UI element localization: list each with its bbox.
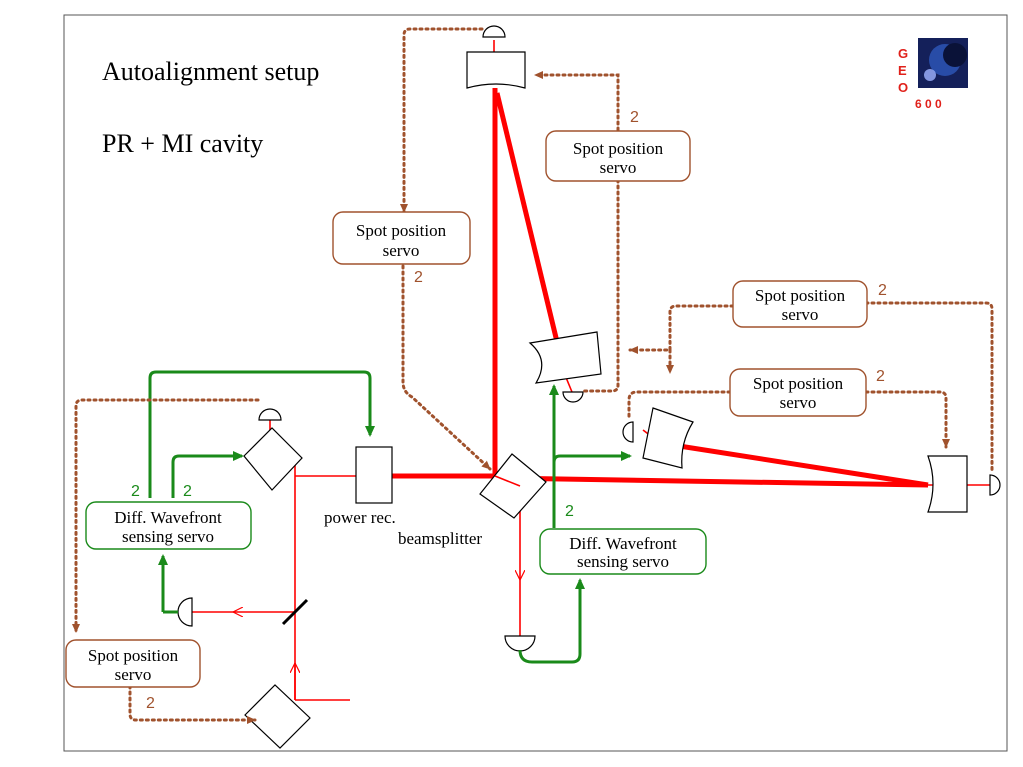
cavity-beams	[392, 88, 929, 488]
spot-servo-bottom-left-line2: servo	[115, 665, 152, 684]
dws-right-photodiode	[504, 635, 536, 652]
dws-servo-left-line2: sensing servo	[122, 527, 214, 546]
dws-servo-left: Diff. Wavefront sensing servo	[85, 501, 252, 550]
spot-servo-right-upper-line1: Spot position	[755, 286, 846, 305]
count-top-left: 2	[414, 269, 423, 286]
count-top-right: 2	[630, 109, 639, 126]
spot-servo-right-lower-line2: servo	[780, 393, 817, 412]
power-rec-label: power rec.	[324, 508, 396, 527]
spot-servo-top-right-line2: servo	[600, 158, 637, 177]
power-recycling-mirror	[355, 446, 393, 504]
spot-servo-top-left: Spot position servo	[332, 211, 471, 265]
north-end-mirror	[466, 51, 526, 89]
spot-servo-top-right: Spot position servo	[545, 130, 691, 182]
beamsplitter-optic	[479, 453, 547, 519]
north-arm-steering-mirror	[528, 331, 602, 384]
east-arm-photodiode	[622, 421, 634, 443]
spot-servo-top-left-line2: servo	[383, 241, 420, 260]
dws-servo-right-line2: sensing servo	[577, 552, 669, 571]
logo-number: 6 0 0	[915, 97, 942, 111]
servo-links	[72, 27, 994, 724]
diagram-subtitle: PR + MI cavity	[102, 129, 263, 158]
dws-servo-right-line1: Diff. Wavefront	[569, 534, 677, 553]
north-arm-photodiode	[562, 391, 584, 403]
logo-letter-g: G	[898, 46, 908, 61]
dws-left-photodiode	[177, 597, 193, 627]
spot-servo-bottom-left: Spot position servo	[65, 639, 201, 688]
spot-servo-right-upper-line2: servo	[782, 305, 819, 324]
logo-letter-e: E	[898, 63, 907, 78]
spot-servo-right-lower-line1: Spot position	[753, 374, 844, 393]
dws-servo-right: Diff. Wavefront sensing servo	[539, 528, 707, 575]
count-dws-left-a: 2	[131, 483, 140, 500]
input-upper-photodiode	[258, 408, 282, 421]
east-arm-steering-mirror	[642, 407, 694, 469]
input-steering-mirror-lower	[244, 684, 311, 749]
north-photodiode	[482, 25, 506, 38]
count-bottom-left: 2	[146, 695, 155, 712]
count-right-lower: 2	[876, 368, 885, 385]
diagram-title: Autoalignment setup	[102, 57, 319, 86]
count-dws-right: 2	[565, 503, 574, 520]
spot-servo-right-upper: Spot position servo	[732, 280, 868, 328]
east-photodiode	[989, 474, 1001, 496]
slide-frame	[63, 14, 1008, 752]
east-end-mirror	[927, 455, 968, 513]
beamsplitter-label: beamsplitter	[398, 529, 482, 548]
pickoff-mirror	[281, 598, 309, 626]
dws-links	[148, 370, 632, 664]
spot-servo-top-right-line1: Spot position	[573, 139, 664, 158]
input-steering-mirror-upper	[243, 427, 303, 491]
logo-letter-o: O	[898, 80, 908, 95]
spot-servo-bottom-left-line1: Spot position	[88, 646, 179, 665]
count-dws-left-b: 2	[183, 483, 192, 500]
dws-servo-left-line1: Diff. Wavefront	[114, 508, 222, 527]
spot-servo-right-lower: Spot position servo	[729, 368, 867, 417]
count-right-upper: 2	[878, 282, 887, 299]
geo600-logo: G E O 6 0 0	[898, 38, 968, 111]
spot-servo-top-left-line1: Spot position	[356, 221, 447, 240]
